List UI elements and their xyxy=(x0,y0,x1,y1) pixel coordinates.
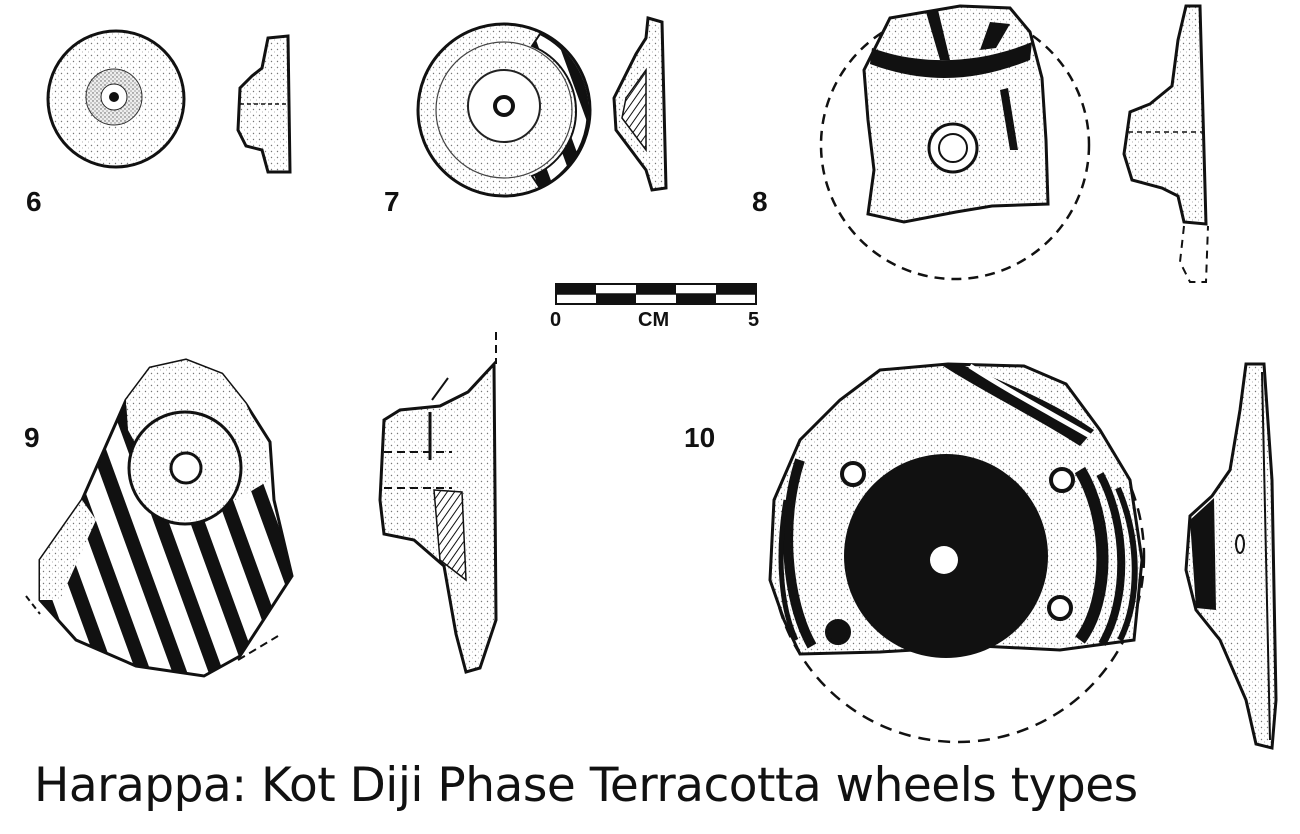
wheel-6-front xyxy=(46,29,186,169)
wheel-7-front xyxy=(416,22,592,198)
caption: Harappa: Kot Diji Phase Terracotta wheel… xyxy=(34,758,1138,813)
wheel-8-front xyxy=(819,4,1091,281)
wheel-6-side xyxy=(236,34,292,174)
figure-label-10: 10 xyxy=(684,422,716,453)
wheel-10-front xyxy=(768,362,1146,744)
scale-start-label: 0 xyxy=(550,309,562,331)
wheel-10-side xyxy=(1184,362,1278,750)
figure-label-6: 6 xyxy=(26,186,42,217)
wheel-9-front xyxy=(25,358,294,678)
figure-label-9: 9 xyxy=(24,422,40,453)
scale-end-label: 5 xyxy=(748,309,760,331)
figure-label-8: 8 xyxy=(752,186,768,217)
wheel-9-side xyxy=(378,332,498,674)
wheel-8-side xyxy=(1122,4,1209,283)
wheel-7-side xyxy=(612,16,668,192)
scale-bar xyxy=(555,283,757,305)
figure-label-7: 7 xyxy=(384,186,400,217)
scale-unit-label: CM xyxy=(638,309,670,331)
